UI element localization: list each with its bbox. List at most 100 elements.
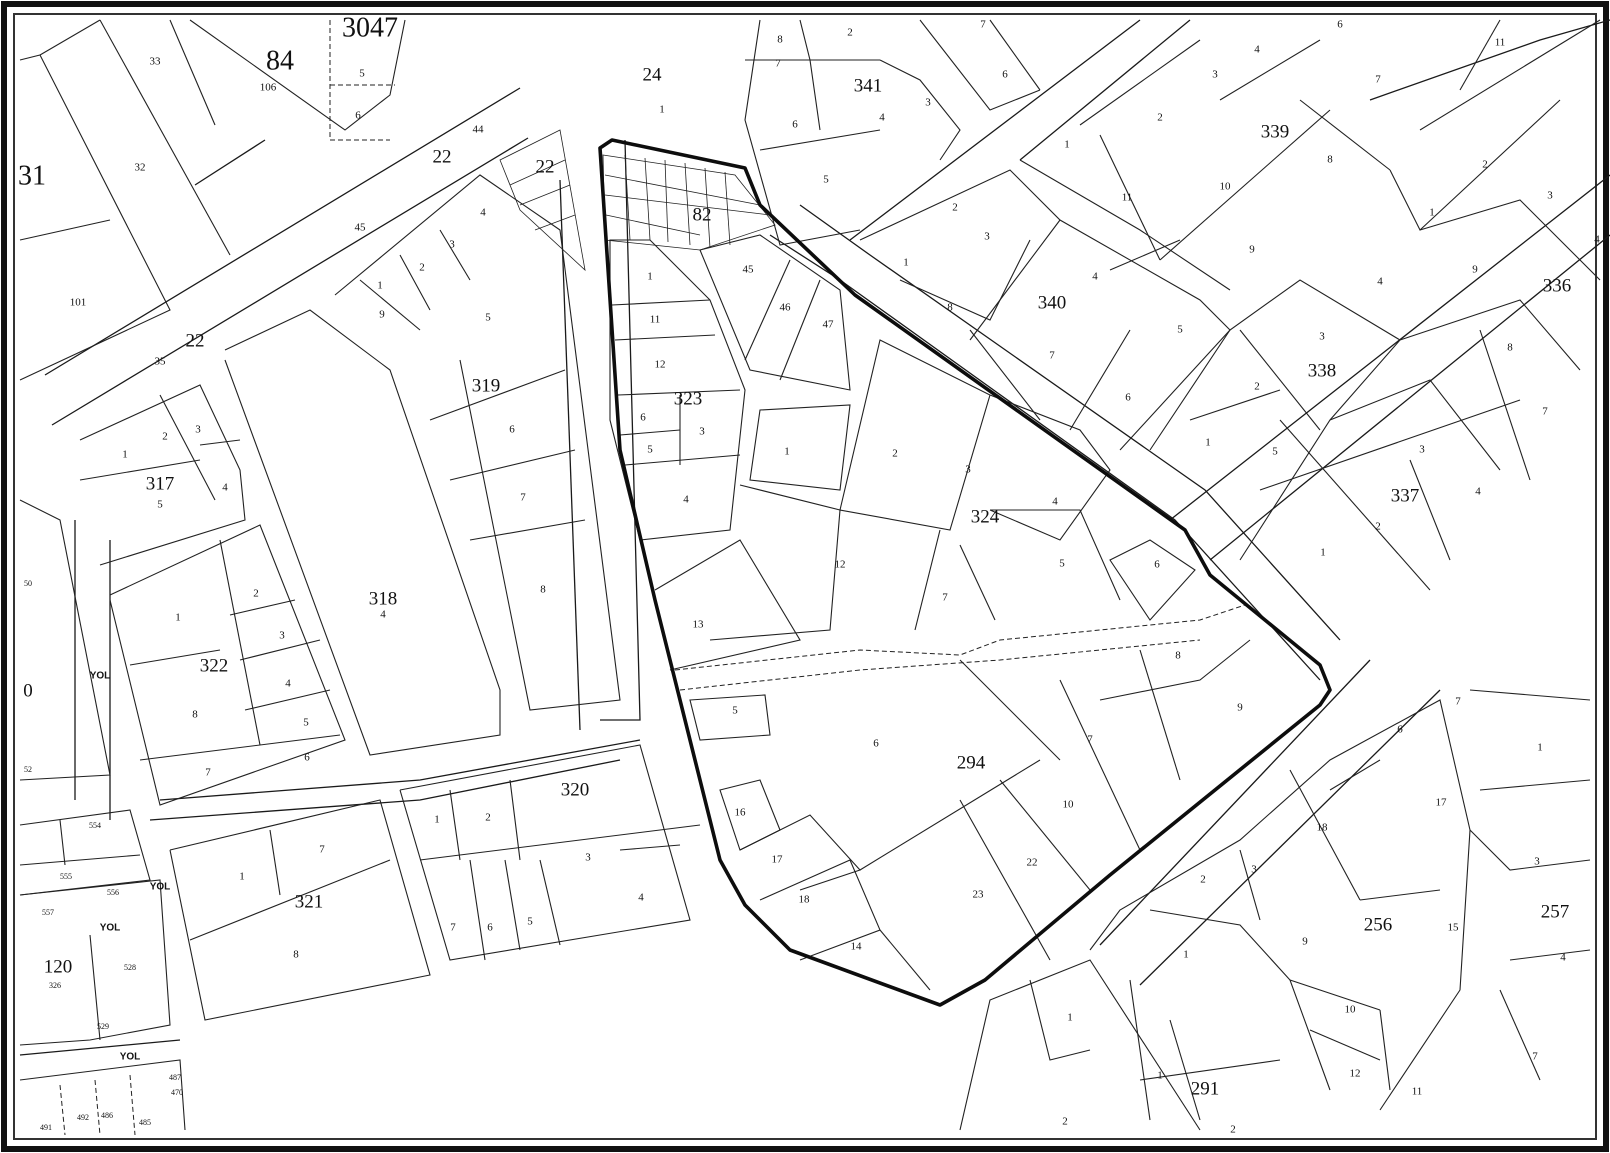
parcel-label: 4 bbox=[480, 207, 486, 219]
parcel-label: 5 bbox=[303, 717, 309, 729]
parcel-label: 2 bbox=[1157, 112, 1163, 124]
block-label-257: 257 bbox=[1541, 901, 1570, 922]
block-label-294: 294 bbox=[957, 752, 986, 773]
parcel-label: 1 bbox=[1537, 742, 1543, 754]
parcel-label: 5 bbox=[823, 174, 829, 186]
road-name-yol-3: YOL bbox=[100, 923, 121, 934]
parcel-label: 2 bbox=[847, 27, 853, 39]
parcel-label: 6 bbox=[792, 119, 798, 131]
parcel-label: 15 bbox=[1448, 922, 1460, 934]
parcel-label: 7 bbox=[1532, 1051, 1538, 1063]
parcel-label: 9 bbox=[1302, 936, 1308, 948]
parcel-number-labels: 1 11 12 6 3 5 4 45 46 47 1 2 3 4 5 6 7 1… bbox=[122, 19, 1600, 1136]
block-label-339: 339 bbox=[1261, 121, 1290, 142]
parcel-label: 7 bbox=[1375, 74, 1381, 86]
parcel-label: 3 bbox=[984, 231, 990, 243]
parcel-label: 6 bbox=[1002, 69, 1008, 81]
parcel-label: 6 bbox=[1125, 392, 1131, 404]
road-name-labels: YOL YOL YOL YOL bbox=[90, 671, 171, 1063]
block-label-291: 291 bbox=[1191, 1078, 1220, 1099]
parcel-label: 1 bbox=[1067, 1012, 1073, 1024]
parcel-label: 4 bbox=[879, 112, 885, 124]
small-parcel-label: 50 bbox=[24, 579, 32, 588]
road-label-24: 24 bbox=[643, 64, 663, 85]
small-parcel-label: 470 bbox=[171, 1088, 183, 1097]
parcel-label: 6 bbox=[1154, 559, 1160, 571]
parcel-label: 3 bbox=[195, 424, 201, 436]
road-label-106: 106 bbox=[260, 82, 277, 94]
road-label-33: 33 bbox=[150, 56, 162, 68]
parcel-label: 8 bbox=[947, 302, 953, 314]
parcel-label: 2 bbox=[419, 262, 425, 274]
parcel-label: 1 bbox=[1183, 949, 1189, 961]
parcel-label: 45 bbox=[743, 264, 755, 276]
parcel-label: 4 bbox=[638, 892, 644, 904]
road-label-31: 31 bbox=[18, 160, 46, 191]
parcel-label: 16 bbox=[735, 807, 747, 819]
parcel-label: 10 bbox=[1345, 1004, 1357, 1016]
parcel-label: 3 bbox=[1319, 331, 1325, 343]
small-parcel-label: 529 bbox=[97, 1022, 109, 1031]
block-label-324: 324 bbox=[971, 506, 1000, 527]
parcel-label: 5 bbox=[1177, 324, 1183, 336]
road-name-yol-4: YOL bbox=[120, 1052, 141, 1063]
road-label-22-a: 22 bbox=[433, 146, 452, 167]
parcel-label: 2 bbox=[892, 448, 898, 460]
block-label-317: 317 bbox=[146, 473, 175, 494]
parcel-label: 8 bbox=[777, 34, 783, 46]
parcel-label: 2 bbox=[1200, 874, 1206, 886]
small-parcel-label: 555 bbox=[60, 872, 72, 881]
parcel-label: 4 bbox=[1560, 952, 1566, 964]
parcel-label: 18 bbox=[799, 894, 811, 906]
block-label-321: 321 bbox=[295, 891, 324, 912]
block-label-120: 120 bbox=[44, 956, 73, 977]
parcel-label: 3 bbox=[925, 97, 931, 109]
parcel-label: 1 bbox=[1157, 1070, 1163, 1082]
parcel-label: 8 bbox=[293, 949, 299, 961]
parcel-label: 12 bbox=[655, 359, 666, 371]
parcel-label: 5 bbox=[157, 499, 163, 511]
parcel-label: 4 bbox=[683, 494, 689, 506]
small-parcel-label: 326 bbox=[49, 981, 61, 990]
road-name-yol-2: YOL bbox=[150, 882, 171, 893]
parcel-label: 8 bbox=[1327, 154, 1333, 166]
parcel-label: 5 bbox=[527, 916, 533, 928]
parcel-label: 4 bbox=[285, 678, 291, 690]
small-parcel-labels: 554 555 556 557 528 529 326 491 492 486 … bbox=[23, 579, 183, 1132]
parcel-label: 11 bbox=[1412, 1086, 1423, 1098]
parcel-label: 1 bbox=[647, 271, 653, 283]
parcel-label: 2 bbox=[485, 812, 491, 824]
parcel-label: 7 bbox=[1087, 734, 1093, 746]
parcel-lines bbox=[19, 19, 1601, 1136]
parcel-label: 7 bbox=[775, 58, 781, 70]
parcel-label: 13 bbox=[693, 619, 705, 631]
small-parcel-label: 528 bbox=[124, 963, 136, 972]
parcel-label: 7 bbox=[319, 844, 325, 856]
small-parcel-label: 492 bbox=[77, 1113, 89, 1122]
small-parcel-label: 486 bbox=[101, 1111, 113, 1120]
parcel-label: 3 bbox=[1547, 190, 1553, 202]
parcel-label: 7 bbox=[1455, 696, 1461, 708]
parcel-label: 4 bbox=[1052, 496, 1058, 508]
parcel-label: 7 bbox=[980, 19, 986, 31]
parcel-label: 9 bbox=[1249, 244, 1255, 256]
parcel-label: 10 bbox=[1063, 799, 1075, 811]
parcel-label: 8 bbox=[1175, 650, 1181, 662]
parcel-label: 3 bbox=[1251, 864, 1257, 876]
parcel-label: 46 bbox=[780, 302, 792, 314]
parcel-label: 3 bbox=[1534, 856, 1540, 868]
parcel-label: 2 bbox=[1375, 521, 1381, 533]
parcel-label: 3 bbox=[585, 852, 591, 864]
parcel-label: 11 bbox=[650, 314, 661, 326]
project-boundary[interactable] bbox=[598, 138, 1332, 1007]
road-label-22-b: 22 bbox=[536, 156, 555, 177]
block-label-82: 82 bbox=[693, 204, 712, 225]
small-parcel-label: 487 bbox=[169, 1073, 181, 1082]
parcel-label: 4 bbox=[222, 482, 228, 494]
parcel-label: 11 bbox=[1495, 37, 1506, 49]
parcel-label: 1 bbox=[1429, 207, 1435, 219]
parcel-label: 1 bbox=[903, 257, 909, 269]
